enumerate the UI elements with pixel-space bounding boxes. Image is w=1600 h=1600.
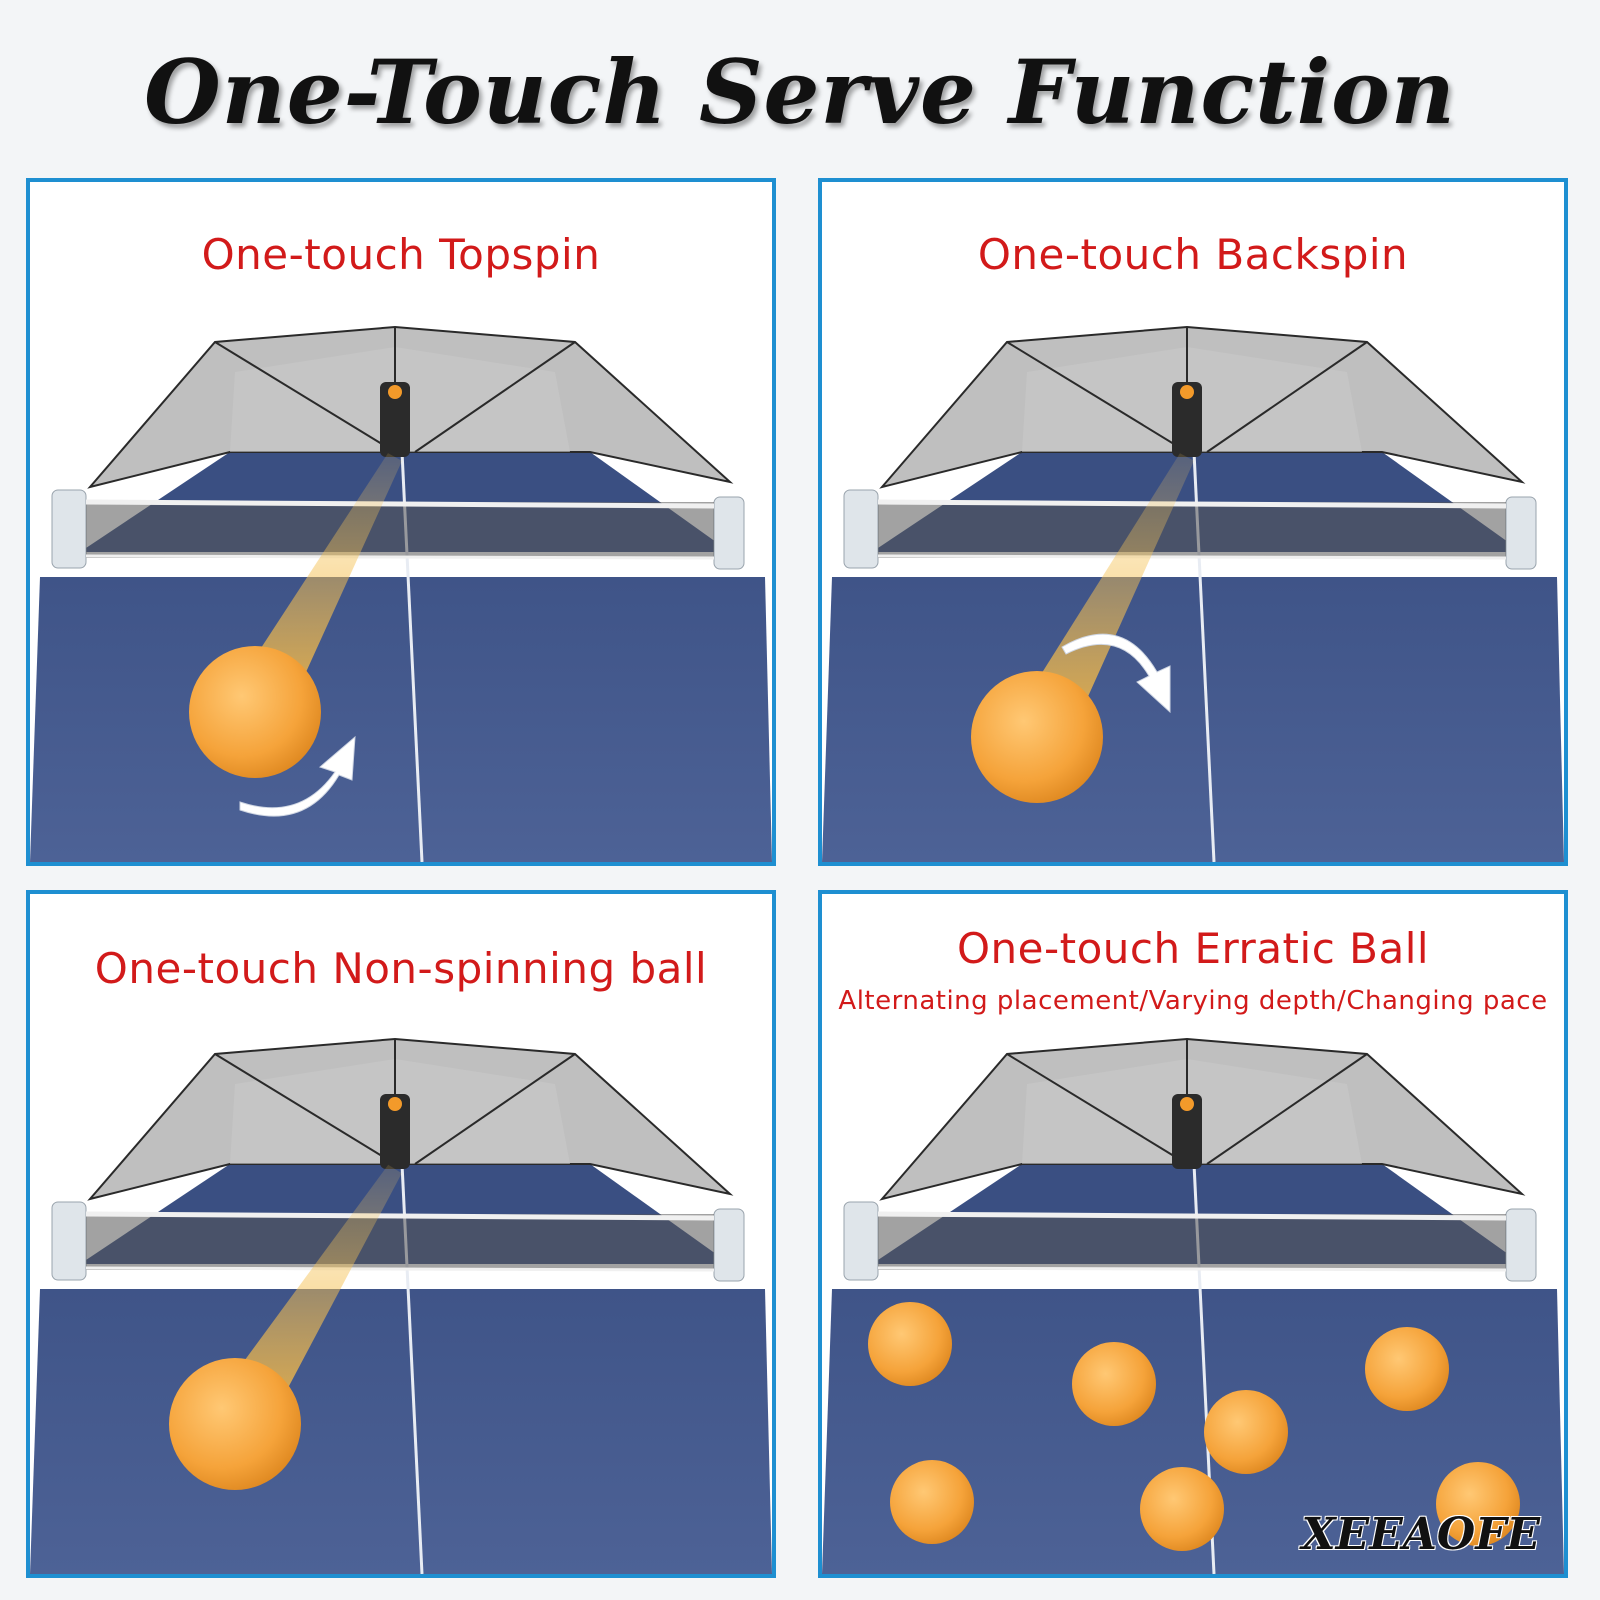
panel-title: One-touch Topspin bbox=[201, 230, 601, 279]
table-near-half bbox=[30, 1289, 772, 1574]
robot-body bbox=[1172, 1094, 1202, 1169]
ping-pong-ball bbox=[868, 1302, 952, 1386]
brand-logo: XEEAOFE bbox=[1301, 1509, 1540, 1560]
ping-pong-ball bbox=[169, 1358, 301, 1490]
robot-ball-head bbox=[1180, 385, 1194, 399]
table-edge bbox=[30, 577, 40, 602]
net-bottom-tape bbox=[877, 1266, 1507, 1272]
panel-title: One-touch Backspin bbox=[977, 230, 1409, 279]
panel-title: One-touch Erratic Ball bbox=[956, 924, 1430, 973]
ping-pong-ball bbox=[1436, 1462, 1520, 1546]
net-top-tape bbox=[85, 499, 715, 509]
panel-erratic: One-touch Erratic Ball Alternating place… bbox=[818, 890, 1568, 1578]
backspin-arrow-icon bbox=[1061, 633, 1171, 714]
robot-ball-head bbox=[388, 385, 402, 399]
topspin-arrow-icon bbox=[239, 735, 356, 817]
ping-pong-ball bbox=[1072, 1342, 1156, 1426]
robot-ball-head bbox=[388, 1097, 402, 1111]
net-bottom-tape bbox=[877, 554, 1507, 560]
table-scene bbox=[822, 182, 1564, 862]
table-scene bbox=[30, 182, 772, 862]
net-strut bbox=[214, 341, 396, 453]
panel-subtitle: Alternating placement/Varying depth/Chan… bbox=[838, 986, 1548, 1016]
table-edge bbox=[822, 1289, 832, 1314]
ping-pong-ball bbox=[971, 671, 1103, 803]
ping-pong-ball bbox=[1365, 1327, 1449, 1411]
ping-pong-ball bbox=[189, 646, 321, 778]
table-near-half bbox=[822, 577, 1564, 862]
robot-ball-head bbox=[1180, 1097, 1194, 1111]
net-post-right bbox=[1505, 1208, 1537, 1282]
net-post-right bbox=[1505, 496, 1537, 570]
net-bottom-tape bbox=[85, 1266, 715, 1272]
panel-non-spinning: One-touch Non-spinning ball bbox=[26, 890, 776, 1578]
net-top-tape bbox=[877, 499, 1507, 509]
table-net bbox=[878, 502, 1506, 558]
net-strut bbox=[1006, 341, 1188, 453]
table-edge bbox=[822, 577, 832, 602]
net-post-left bbox=[51, 1201, 87, 1281]
net-post-right bbox=[713, 1208, 745, 1282]
table-net bbox=[878, 1214, 1506, 1270]
net-strut bbox=[1206, 341, 1368, 453]
net-strut bbox=[414, 341, 576, 453]
net-post-right bbox=[713, 496, 745, 570]
net-strut bbox=[1006, 1053, 1188, 1165]
table-scene bbox=[822, 894, 1564, 1574]
net-top-tape bbox=[85, 1211, 715, 1221]
robot-body bbox=[380, 1094, 410, 1169]
net-post-left bbox=[843, 489, 879, 569]
panel-title: One-touch Non-spinning ball bbox=[94, 944, 708, 993]
page-title: One-Touch Serve Function bbox=[144, 40, 1456, 144]
ping-pong-ball bbox=[1140, 1467, 1224, 1551]
net-top-tape bbox=[877, 1211, 1507, 1221]
net-post-left bbox=[51, 489, 87, 569]
net-strut bbox=[414, 1053, 576, 1165]
ping-pong-ball bbox=[1204, 1390, 1288, 1474]
net-strut bbox=[1206, 1053, 1368, 1165]
table-near-half bbox=[30, 577, 772, 862]
table-edge bbox=[30, 1289, 40, 1314]
panel-backspin: One-touch Backspin bbox=[818, 178, 1568, 866]
net-bottom-tape bbox=[85, 554, 715, 560]
ping-pong-ball bbox=[890, 1460, 974, 1544]
table-scene bbox=[30, 894, 772, 1574]
table-net bbox=[86, 1214, 714, 1270]
net-strut bbox=[214, 1053, 396, 1165]
panel-topspin: One-touch Topspin bbox=[26, 178, 776, 866]
robot-body bbox=[380, 382, 410, 457]
table-net bbox=[86, 502, 714, 558]
net-post-left bbox=[843, 1201, 879, 1281]
robot-body bbox=[1172, 382, 1202, 457]
